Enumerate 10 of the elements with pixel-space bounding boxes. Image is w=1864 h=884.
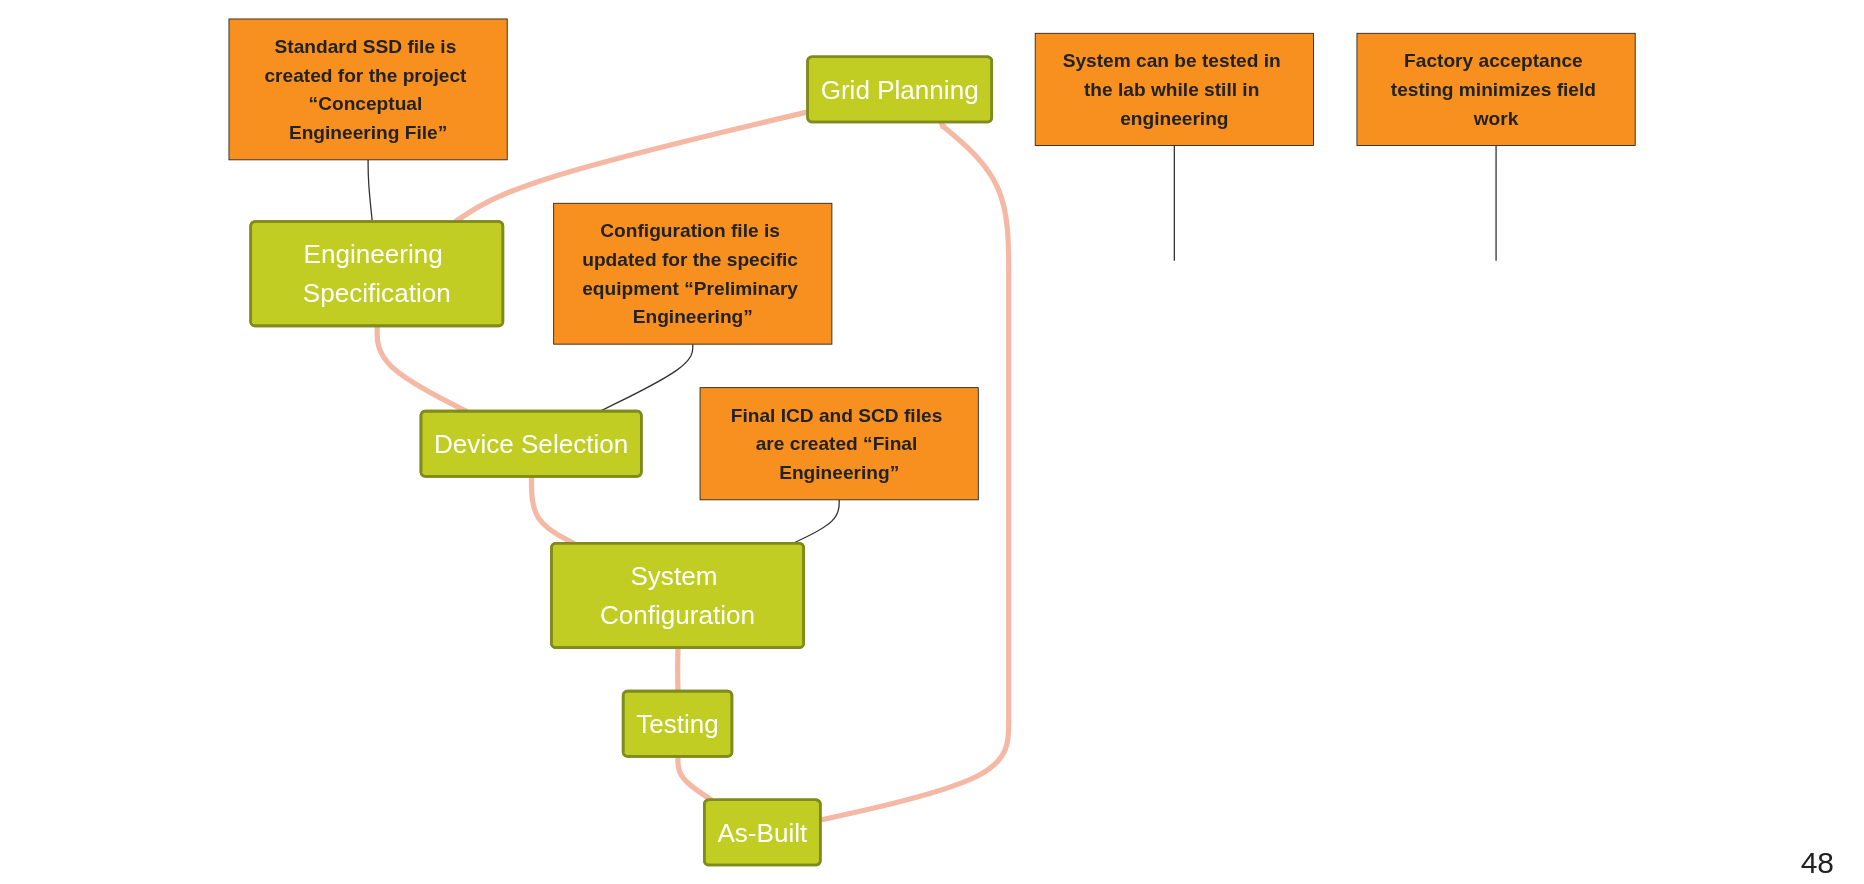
connector <box>1173 144 1175 262</box>
node-box: Configuration file is updated for the specific equipment “Preliminary Engineering” <box>553 202 833 345</box>
node-box: Factory acceptance testing minimizes field work <box>1356 32 1636 146</box>
arrow <box>820 122 1012 823</box>
connector <box>675 648 681 692</box>
node-box: System can be tested in the lab while still in engineering <box>1034 32 1314 146</box>
node-box: Final ICD and SCD files are created “Final Engineering” <box>699 387 979 501</box>
node-box: Standard SSD file is created for the project “Conceptual Engineering File” <box>228 18 508 161</box>
connector <box>1495 144 1497 262</box>
page-number: 48 <box>1800 846 1834 879</box>
